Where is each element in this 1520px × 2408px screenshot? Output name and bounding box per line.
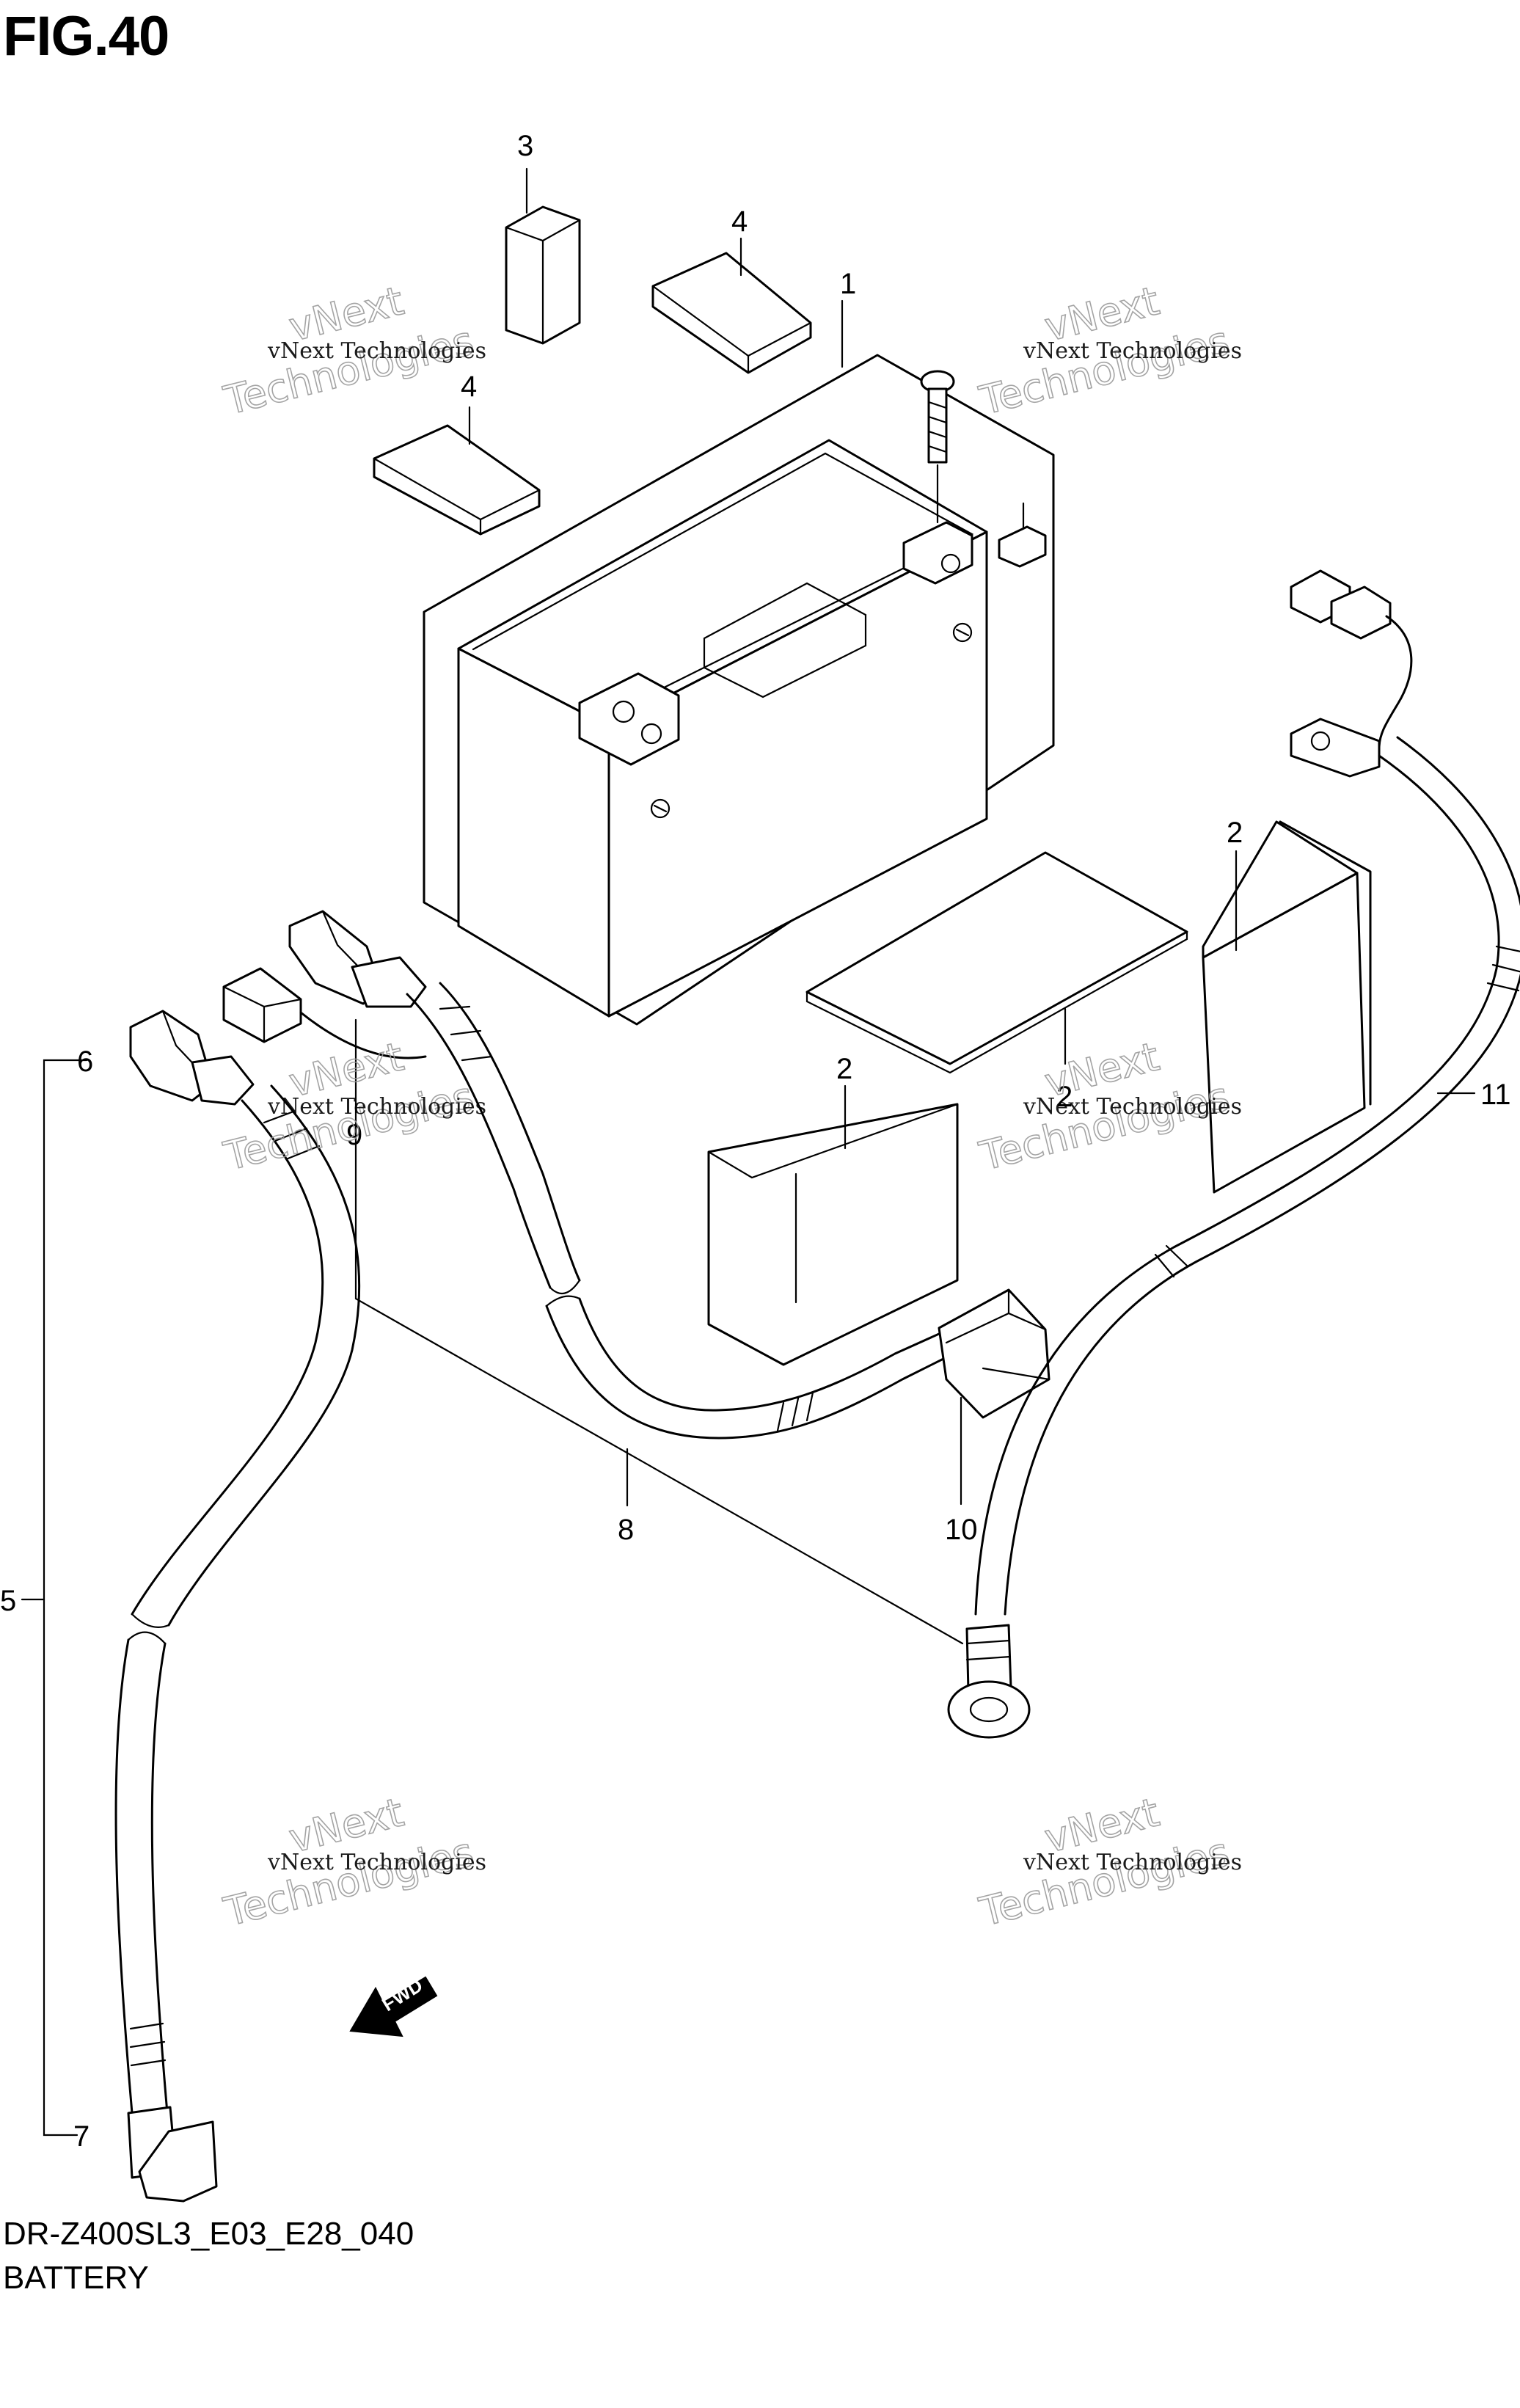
item-3-block xyxy=(505,205,581,345)
cable-5 xyxy=(114,1010,361,2203)
cable-8 xyxy=(288,910,1051,1440)
callout-2-center: 2 xyxy=(836,1053,852,1085)
battery xyxy=(457,370,1047,1018)
callout-2-flat: 2 xyxy=(1056,1081,1073,1113)
callout-3: 3 xyxy=(517,130,533,162)
watermark-1: vNext Technologies vNext Technologies xyxy=(219,277,486,425)
svg-text:vNext Technologies: vNext Technologies xyxy=(1023,1850,1242,1875)
watermark-5: vNext Technologies vNext Technologies xyxy=(219,1789,486,1936)
callout-11: 11 xyxy=(1480,1079,1511,1111)
item-2-pad-right xyxy=(1202,820,1372,1194)
svg-text:vNext Technologies: vNext Technologies xyxy=(1023,338,1242,364)
callouts: 1 2 2 2 3 4 4 5 6 7 8 9 10 11 xyxy=(0,130,1511,2153)
callout-2-right: 2 xyxy=(1227,817,1243,849)
model-code: DR-Z400SL3_E03_E28_040 xyxy=(3,2216,414,2252)
watermark-2: vNext Technologies vNext Technologies xyxy=(974,277,1242,425)
battery-assembly-outline xyxy=(423,354,1055,1026)
watermark-6: vNext Technologies vNext Technologies xyxy=(974,1789,1242,1936)
leader-lines xyxy=(21,167,1476,2137)
svg-text:vNext Technologies: vNext Technologies xyxy=(267,338,486,364)
figure-title: FIG.40 xyxy=(3,5,169,68)
callout-4-upper: 4 xyxy=(731,205,748,238)
callout-9: 9 xyxy=(346,1119,362,1151)
cable-11 xyxy=(947,569,1520,1739)
watermark-4: vNext Technologies vNext Technologies xyxy=(974,1033,1242,1181)
item-2-pad-flat xyxy=(805,851,1188,1074)
svg-text:vNext Technologies: vNext Technologies xyxy=(267,1094,486,1120)
svg-text:vNext Technologies: vNext Technologies xyxy=(1023,1094,1242,1120)
callout-5: 5 xyxy=(0,1585,16,1617)
item-2-pad-center xyxy=(707,1103,959,1366)
callout-4-lower: 4 xyxy=(461,371,477,403)
item-4-pad-upper xyxy=(651,252,812,374)
fwd-arrow: FWD xyxy=(349,1974,438,2037)
watermark-3: vNext Technologies vNext Technologies xyxy=(219,1033,486,1181)
figure-name: BATTERY xyxy=(3,2260,149,2296)
connector-plug xyxy=(222,967,427,1059)
callout-10: 10 xyxy=(945,1514,978,1546)
callout-7: 7 xyxy=(73,2120,89,2153)
svg-text:vNext Technologies: vNext Technologies xyxy=(267,1850,486,1875)
callout-6: 6 xyxy=(77,1046,93,1078)
item-4-pad-lower xyxy=(373,424,541,536)
callout-8: 8 xyxy=(618,1514,634,1546)
callout-1: 1 xyxy=(840,268,856,300)
